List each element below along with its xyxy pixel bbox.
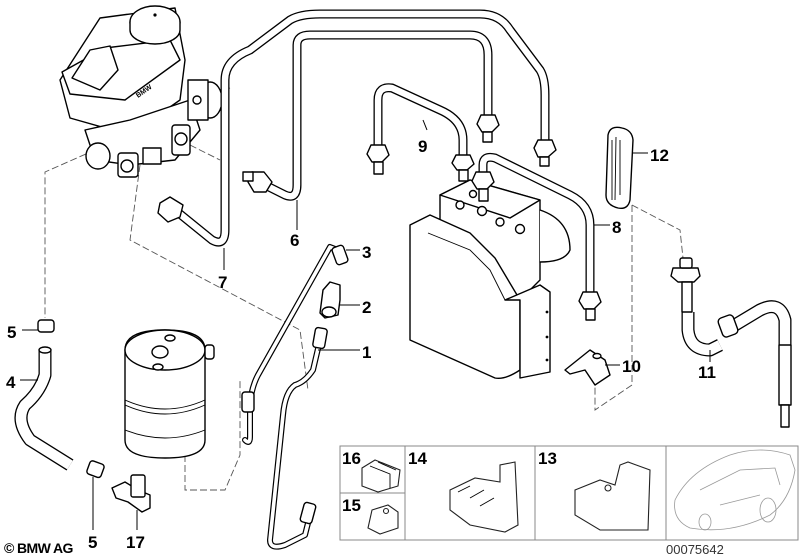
callout-6: 6 [290,231,299,250]
master-cylinder: BMW [59,5,223,178]
connector-17 [111,474,151,513]
callouts: 1 2 3 4 5 5 6 7 8 9 10 11 12 17 [6,137,716,552]
hose-4 [14,346,74,471]
callout-12: 12 [650,146,669,165]
brake-pipe-6 [242,30,500,201]
hose-clamp-5-top [37,319,55,333]
callout-15: 15 [342,496,361,515]
callout-4: 4 [6,373,16,392]
assembly-lines [44,87,684,491]
hose-clamp-5-bottom [86,460,105,479]
copyright-label: © BMW AG [4,540,73,556]
callout-10: 10 [622,357,641,376]
brake-pipe-1 [267,326,328,550]
clip-14 [449,461,519,533]
clip-panels: 16 15 14 13 [339,445,799,541]
pump-accumulator [124,329,215,459]
leader-lines [20,119,711,530]
clip-13 [574,461,651,531]
callout-1: 1 [362,343,371,362]
callout-3: 3 [362,243,371,262]
callout-8: 8 [612,218,621,237]
callout-9: 9 [418,137,427,156]
vehicle-silhouette [674,449,796,531]
callout-5-bottom: 5 [88,533,97,552]
clip-15 [367,504,399,535]
brake-pipe-8 [471,152,602,321]
callout-13: 13 [538,449,557,468]
callout-7: 7 [218,273,227,292]
grommet-12 [605,126,634,210]
callout-5-top: 5 [7,323,16,342]
brake-hose-11 [670,257,792,428]
callout-17: 17 [126,533,145,552]
brake-pipe-9 [366,83,475,182]
protective-cap-2 [319,281,341,319]
bracket-10 [564,349,611,386]
callout-16: 16 [342,449,361,468]
clip-16 [361,459,401,493]
hydraulic-unit [409,179,571,380]
callout-11: 11 [698,363,716,382]
brake-pipe-3 [241,244,349,445]
brake-pipe-7 [157,9,557,247]
callout-14: 14 [408,449,427,468]
callout-2: 2 [362,298,371,317]
diagram-number: 00075642 [666,542,724,557]
